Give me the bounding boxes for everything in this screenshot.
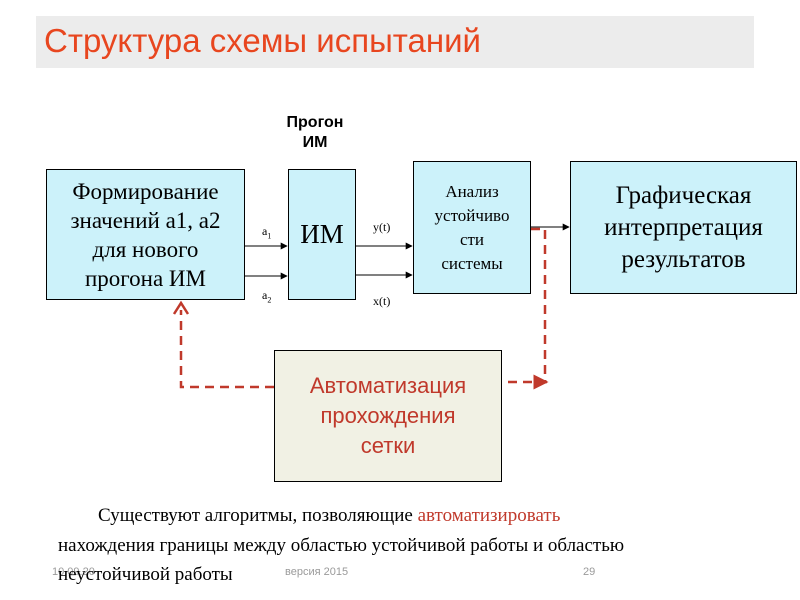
prog-label-line: Прогон [286,114,344,131]
formation-line: для нового [92,236,199,262]
automation-line: сетки [360,433,416,458]
automation-block: Автоматизация прохождения сетки [274,350,502,482]
graphic-line: Графическая [615,181,752,209]
graphic-line: результатов [621,245,746,273]
prog-label-line: ИМ [302,134,328,151]
signal-a2-label: a2 [262,288,272,305]
im-block: ИМ [288,169,356,300]
im-label: ИМ [300,219,344,249]
footer-date: 10.09.20 [52,566,95,578]
footer-page-number: 29 [583,566,596,578]
signal-a1-label: a1 [262,224,272,241]
caption-line-1: Существуют алгоритмы, позволяющие автома… [98,505,561,526]
prog-label: Прогон ИМ [272,113,358,153]
caption-line-3: неустойчивой работы [58,564,233,585]
analysis-line: устойчиво [434,205,510,225]
analysis-line: Анализ [445,181,499,201]
analysis-line: сти [459,229,485,249]
slide-title: Структура схемы испытаний [44,22,481,59]
feedback-back-line [179,310,274,389]
automation-line: Автоматизация [309,373,467,398]
caption-line-2: нахождения границы между областью устойч… [58,535,625,556]
automation-line: прохождения [320,403,456,428]
formation-line: прогона ИМ [85,265,206,291]
caption-highlight: автоматизировать [417,505,561,526]
feedback-out-line [502,227,547,384]
graphic-line: интерпретация [604,213,763,241]
footer-version: версия 2015 [285,566,349,578]
title-bar [36,16,754,68]
feedback-arrowhead-up [172,300,190,315]
formation-block: Формирование значений а1, а2 для нового … [46,169,245,300]
formation-line: значений а1, а2 [70,207,221,233]
formation-line: Формирование [72,178,219,204]
analysis-line: системы [441,253,503,273]
signal-yt-label: y(t) [373,220,391,234]
analysis-block: Анализ устойчиво сти системы [413,161,531,294]
signal-xt-label: x(t) [373,294,391,308]
graphic-block: Графическая интерпретация результатов [570,161,797,294]
